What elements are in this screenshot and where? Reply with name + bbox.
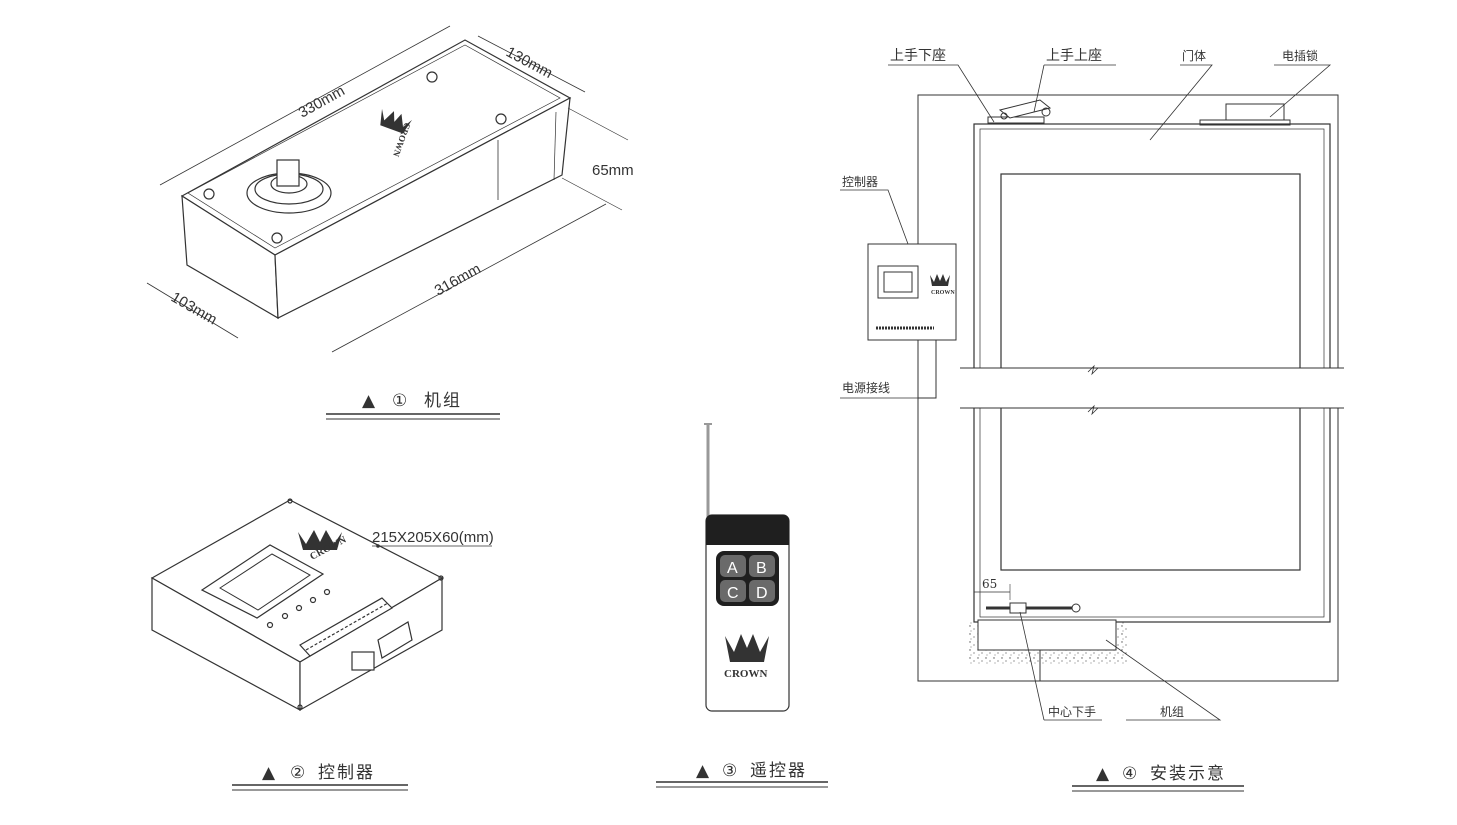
dim-base-width-label: 103mm <box>168 289 220 329</box>
remote-button-d-label: D <box>756 585 768 602</box>
caption-unit-marker: ▲ <box>362 391 377 411</box>
caption-remote: ▲ ③ 遥控器 <box>656 761 828 788</box>
remote-drawing: A B C D CROWN <box>704 423 790 712</box>
label-unit: 机组 <box>1160 705 1184 719</box>
label-power-wiring: 电源接线 <box>842 380 890 395</box>
controller-drawing <box>150 498 444 712</box>
caption-unit-number: ① <box>392 391 409 411</box>
caption-controller: ▲ ② 控制器 <box>232 763 408 791</box>
remote-button-d[interactable] <box>749 580 775 602</box>
controller-size-label: 215X205X60(mm) <box>372 529 494 546</box>
caption-unit: ▲ ① 机组 <box>326 391 500 420</box>
install-controller-crown-logo <box>930 274 950 286</box>
caption-unit-text: 机组 <box>424 391 462 411</box>
remote-button-c[interactable] <box>720 580 746 602</box>
remote-button-b[interactable] <box>749 555 775 577</box>
label-controller: 控制器 <box>842 175 878 189</box>
label-electric-lock: 电插锁 <box>1282 48 1318 63</box>
label-center-lower-arm: 中心下手 <box>1048 704 1096 719</box>
controller-crown-logo <box>298 530 342 550</box>
caption-install: ▲ ④ 安装示意 <box>1072 764 1244 792</box>
caption-install-text: 安装示意 <box>1150 764 1226 784</box>
remote-button-a[interactable] <box>720 555 746 577</box>
caption-install-number: ④ <box>1122 764 1139 784</box>
caption-remote-number: ③ <box>722 761 739 781</box>
remote-crown-logo <box>725 634 769 662</box>
label-top-arm-upper-seat: 上手上座 <box>1046 48 1102 64</box>
remote-button-a-label: A <box>727 560 738 577</box>
caption-controller-text: 控制器 <box>318 763 375 783</box>
remote-button-b-label: B <box>756 560 767 577</box>
caption-remote-marker: ▲ <box>696 761 711 781</box>
caption-remote-text: 遥控器 <box>750 761 807 781</box>
unit-drawing <box>146 25 629 353</box>
remote-brand: CROWN <box>724 668 767 680</box>
install-drawing <box>840 64 1344 721</box>
caption-controller-marker: ▲ <box>262 763 277 783</box>
unit-crown-logo <box>380 108 413 134</box>
dim-base-length-label: 316mm <box>432 260 484 299</box>
label-top-arm-lower-seat: 上手下座 <box>890 48 946 64</box>
dim-height-label: 65mm <box>592 162 634 179</box>
dim-offset-label: 65 <box>982 577 997 591</box>
caption-install-marker: ▲ <box>1096 764 1111 784</box>
caption-controller-number: ② <box>290 763 307 783</box>
label-door-body: 门体 <box>1182 48 1206 63</box>
install-controller-brand: CROWN <box>931 290 955 296</box>
remote-button-c-label: C <box>727 585 739 602</box>
